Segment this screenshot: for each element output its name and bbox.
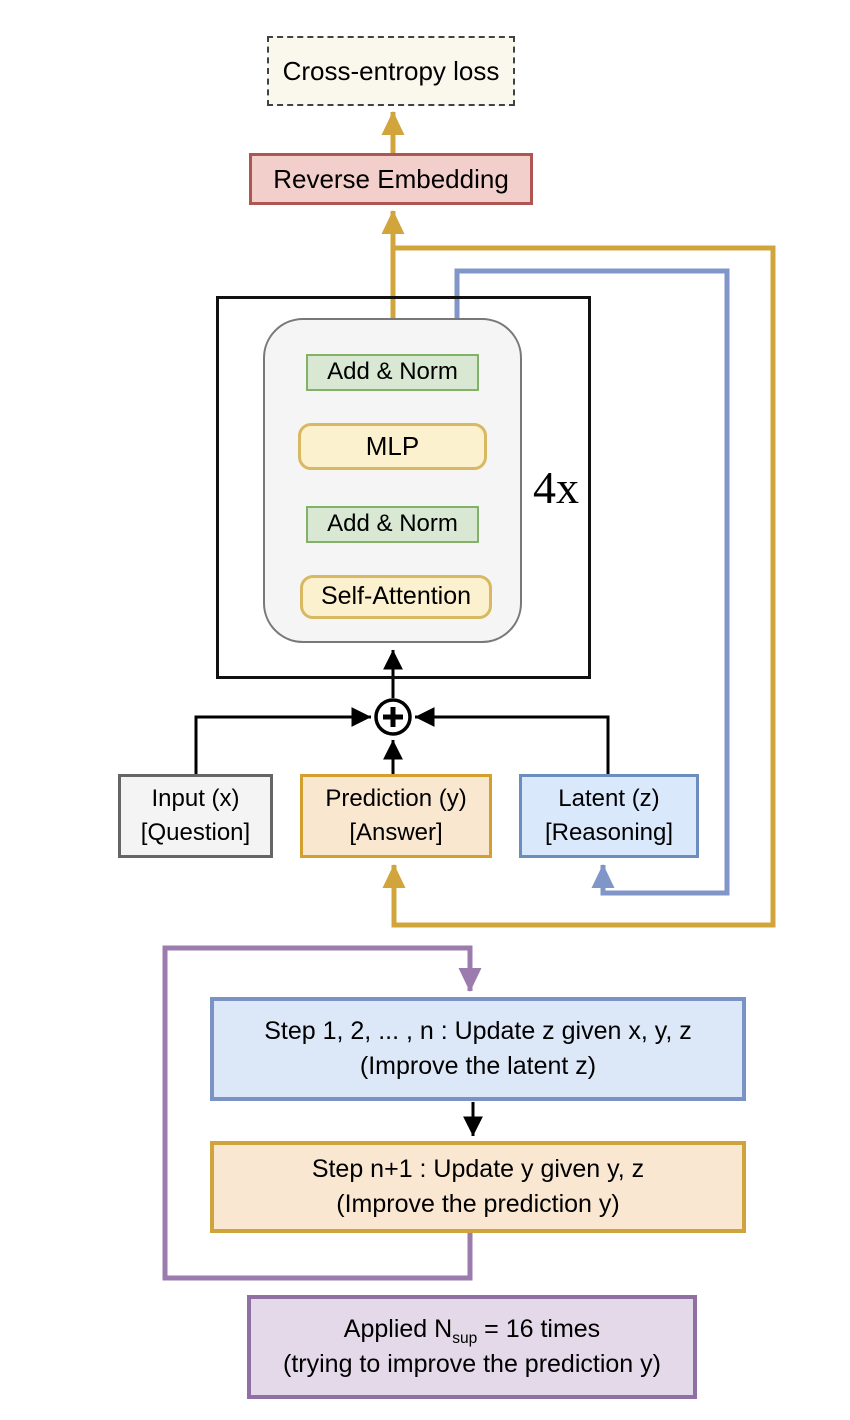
repeat-count-label: 4x [522, 462, 590, 513]
update-y-line2: (Improve the prediction y) [336, 1190, 620, 1218]
add-norm-top-label: Add & Norm [327, 358, 458, 386]
prediction-y-box: Prediction (y) [Answer] [300, 774, 492, 858]
latent-z-line2: [Reasoning] [544, 819, 674, 846]
note-subscript: sup [452, 1329, 478, 1347]
cross-entropy-loss-box: Cross-entropy loss [267, 36, 515, 106]
loss-label: Cross-entropy loss [282, 55, 500, 86]
purple-supervision-loop [162, 945, 482, 1281]
input-x-box: Input (x) [Question] [118, 774, 273, 858]
update-z-line1: Step 1, 2, ... , n : Update z given x, y… [264, 1016, 692, 1045]
self-attention-box: Self-Attention [300, 575, 492, 619]
update-y-line1: Step n+1 : Update y given y, z [311, 1154, 645, 1183]
repeat-count-text: 4x [533, 462, 579, 514]
prediction-y-line1: Prediction (y) [325, 784, 467, 812]
input-x-line2: [Question] [140, 819, 251, 846]
note-prefix: Applied N [343, 1314, 453, 1343]
update-z-line2: (Improve the latent z) [359, 1052, 597, 1080]
prediction-y-line2: [Answer] [349, 819, 443, 846]
mlp-label: MLP [365, 431, 420, 462]
latent-z-box: Latent (z) [Reasoning] [519, 774, 699, 858]
update-z-step-box: Step 1, 2, ... , n : Update z given x, y… [210, 997, 746, 1101]
plus-icon [383, 707, 403, 727]
latent-z-line1: Latent (z) [558, 784, 660, 812]
arrow-latent-to-sum [414, 707, 610, 774]
add-norm-bottom-label: Add & Norm [327, 510, 458, 538]
transformer-repeat-frame [216, 296, 591, 679]
supervision-note-line1: Applied Nsup = 16 times [344, 1312, 600, 1348]
gold-feedback-loop-to-prediction [382, 245, 776, 928]
update-y-step-box: Step n+1 : Update y given y, z (Improve … [210, 1141, 746, 1233]
mlp-box: MLP [298, 423, 487, 470]
add-norm-top-box: Add & Norm [306, 354, 479, 391]
self-attention-label: Self-Attention [320, 582, 472, 611]
supervision-note-line2: (trying to improve the prediction y) [283, 1350, 661, 1378]
blue-feedback-loop-to-latent [454, 268, 730, 896]
arrow-input-to-sum [194, 707, 372, 774]
reverse-embedding-label: Reverse Embedding [273, 163, 509, 194]
supervision-note-box: Applied Nsup = 16 times (trying to impro… [247, 1295, 697, 1399]
input-x-line1: Input (x) [151, 784, 240, 812]
reverse-embedding-box: Reverse Embedding [249, 153, 533, 205]
note-suffix: = 16 times [477, 1314, 601, 1343]
add-norm-bottom-box: Add & Norm [306, 506, 479, 543]
